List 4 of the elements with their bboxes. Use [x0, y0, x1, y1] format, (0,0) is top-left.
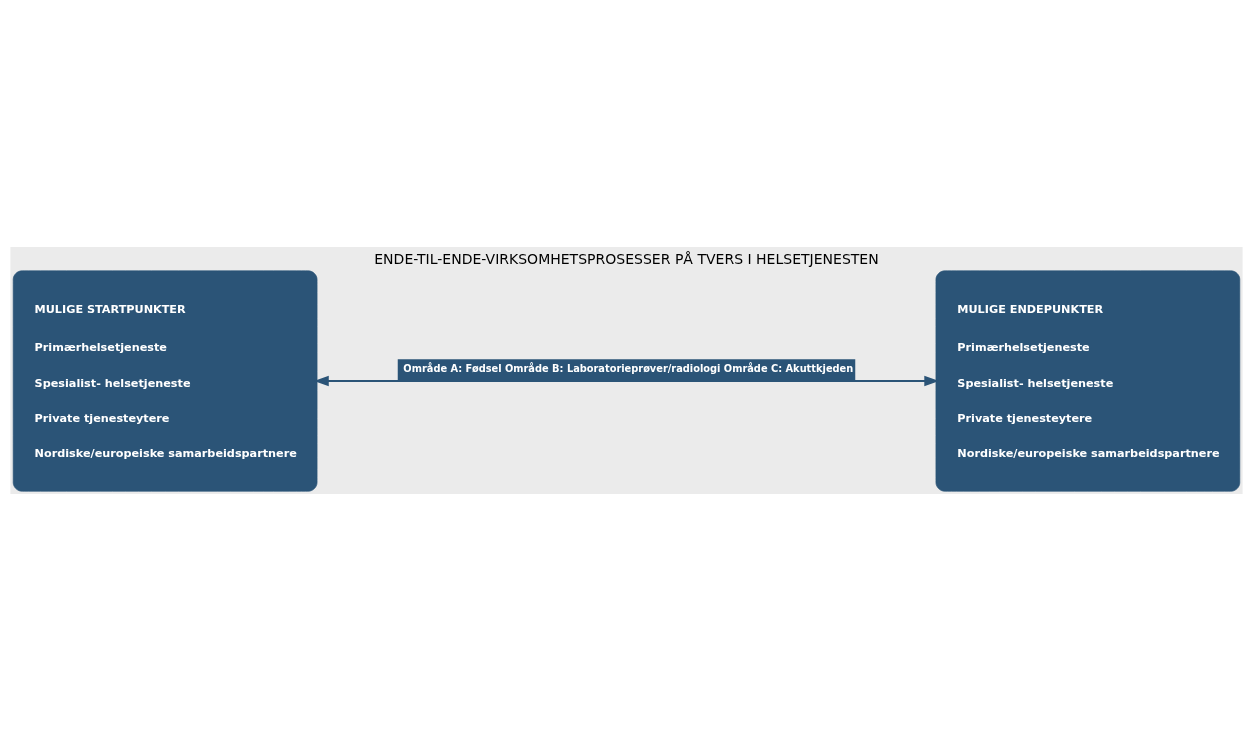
- diagram-title: ENDE-TIL-ENDE-VIRKSOMHETSPROSESSER PÅ TVERS I HELSETJENESTEN: [374, 250, 879, 267]
- node-box: MULIGE STARTPUNKTER Primærhelsetjeneste Spesialist- helsetjeneste Private tjenesteytere Nordiske/europeiske samarbeidspartnere: [12, 270, 318, 492]
- node-box: MULIGE ENDEPUNKTER Primærhelsetjeneste Spesialist- helsetjeneste Private tjenesteytere Nordiske/europeiske samarbeidspartnere: [935, 270, 1241, 492]
- edge-label: Område A: Fødsel Område B: Laboratorieprøver/radiologi Område C: Akuttkjeden: [403, 362, 854, 374]
